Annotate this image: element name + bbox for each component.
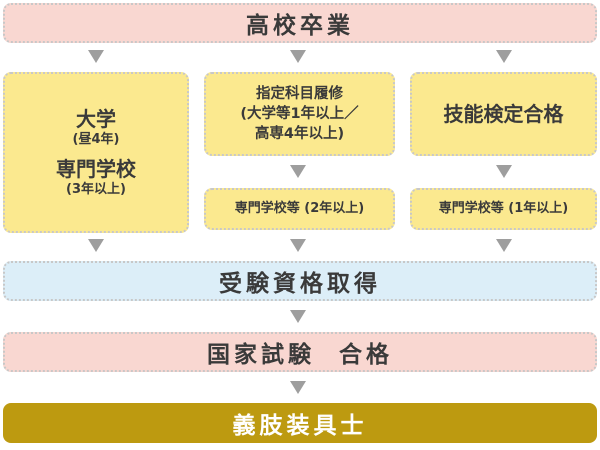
arrow-down-icon — [88, 50, 104, 63]
designated-courses-condition-2: 高専4年以上) — [254, 126, 345, 142]
skill-test-label: 技能検定合格 — [443, 102, 564, 126]
arrow-down-icon — [290, 310, 306, 323]
high-school-graduation-label: 高校卒業 — [246, 13, 354, 39]
national-exam-label: 国家試験 合格 — [206, 342, 393, 368]
vocational-2yr-label: 専門学校等 (2年以上) — [234, 201, 365, 216]
designated-courses-condition-1: (大学等1年以上／ — [240, 106, 359, 122]
designated-courses-box: 指定科目履修 (大学等1年以上／ 高専4年以上) — [204, 72, 395, 156]
skill-test-box: 技能検定合格 — [410, 72, 597, 156]
arrow-down-icon — [496, 239, 512, 252]
prosthetist-orthotist-box: 義肢装具士 — [3, 403, 597, 443]
high-school-graduation-box: 高校卒業 — [3, 3, 597, 43]
arrow-down-icon — [290, 50, 306, 63]
university-vocational-box: 大学 (昼4年) 専門学校 (3年以上) — [3, 72, 189, 233]
university-label: 大学 — [76, 106, 116, 131]
vocational-school-duration: (3年以上) — [66, 181, 126, 197]
national-exam-box: 国家試験 合格 — [3, 332, 597, 372]
arrow-down-icon — [88, 239, 104, 252]
arrow-down-icon — [290, 165, 306, 178]
arrow-down-icon — [496, 50, 512, 63]
university-duration: (昼4年) — [72, 131, 120, 147]
prosthetist-orthotist-label: 義肢装具士 — [232, 413, 368, 439]
designated-courses-label: 指定科目履修 — [256, 86, 343, 102]
arrow-down-icon — [496, 165, 512, 178]
vocational-1yr-label: 専門学校等 (1年以上) — [438, 201, 569, 216]
exam-eligibility-label: 受験資格取得 — [219, 271, 381, 297]
arrow-down-icon — [290, 239, 306, 252]
vocational-2yr-box: 専門学校等 (2年以上) — [204, 188, 395, 230]
exam-eligibility-box: 受験資格取得 — [3, 261, 597, 301]
vocational-1yr-box: 専門学校等 (1年以上) — [410, 188, 597, 230]
arrow-down-icon — [290, 381, 306, 394]
vocational-school-label: 専門学校 — [56, 156, 136, 181]
